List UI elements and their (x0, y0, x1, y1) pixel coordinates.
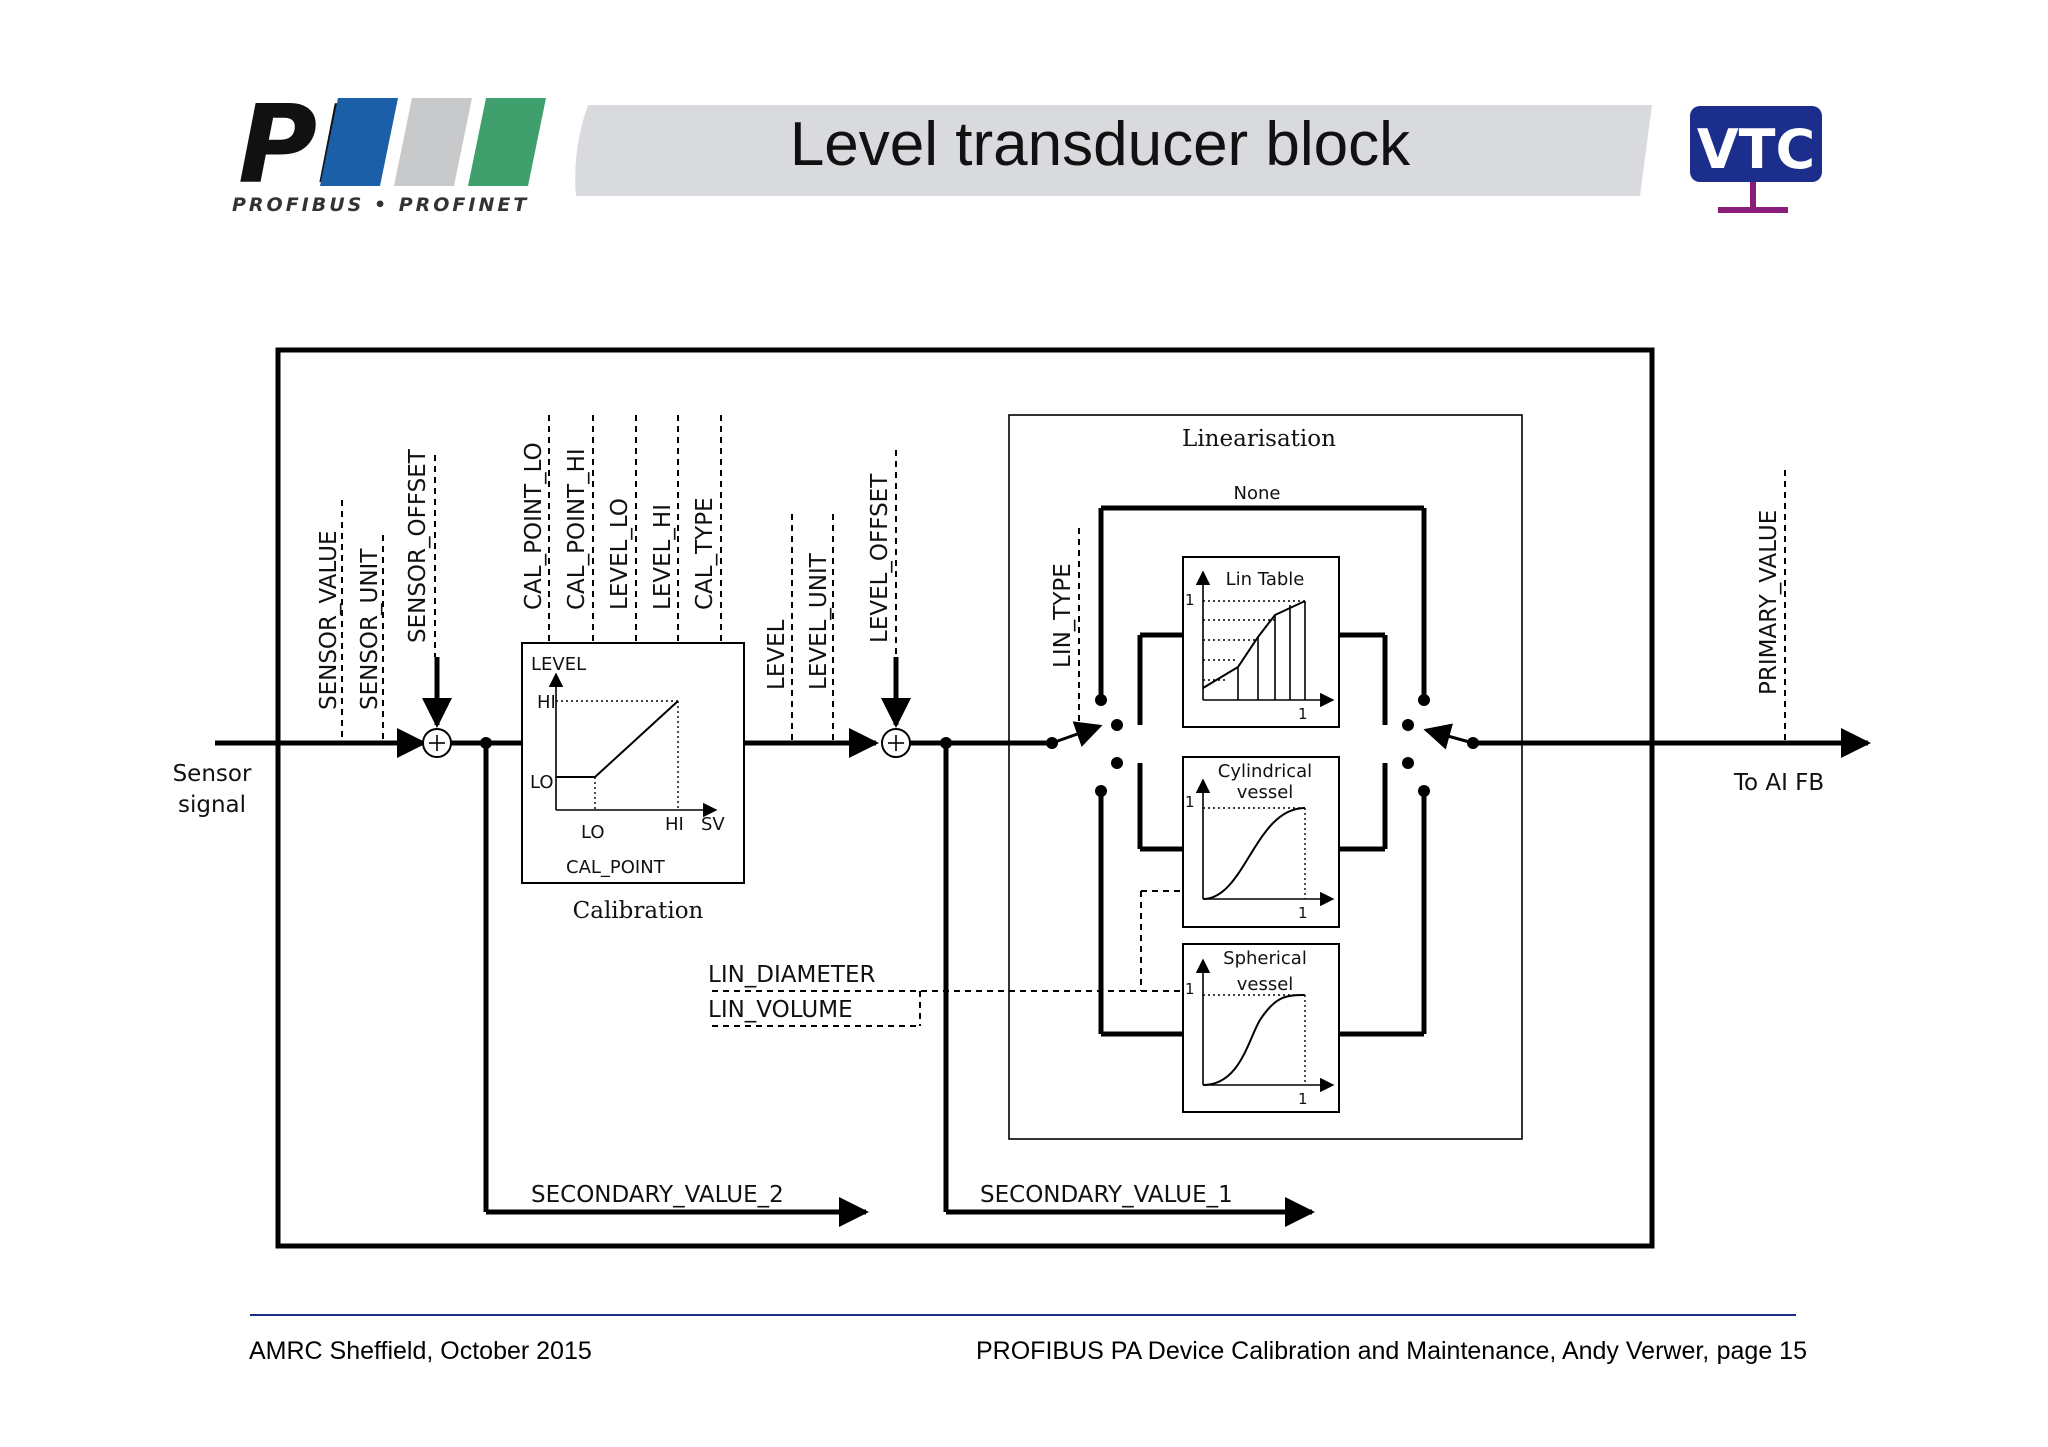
svg-text:1: 1 (1298, 705, 1308, 723)
footer-right: PROFIBUS PA Device Calibration and Maint… (976, 1337, 1709, 1365)
linearisation-title: Linearisation (1182, 426, 1336, 452)
pi-logo-green-block (468, 98, 546, 186)
label-lin-diameter: LIN_DIAMETER (708, 962, 875, 988)
vtc-logo-box (1690, 106, 1822, 182)
none-label: None (1234, 483, 1281, 504)
sph-label-line1: Spherical (1223, 948, 1307, 969)
svg-text:1: 1 (1185, 980, 1195, 998)
sph-curve (1202, 994, 1306, 1086)
input-label-line1: Sensor (173, 761, 252, 787)
param-sensor-offset: SENSOR_OFFSET (405, 448, 431, 643)
footer-left: AMRC Sheffield, October 2015 (249, 1337, 592, 1365)
label-secondary-value-1: SECONDARY_VALUE_1 (980, 1182, 1233, 1208)
lin-table-box: Lin Table 1 1 (1182, 556, 1340, 728)
linearisation-block: Linearisation None (712, 414, 1523, 1140)
svg-text:1: 1 (1185, 591, 1195, 609)
vtc-logo-base (1718, 207, 1788, 213)
page-title: Level transducer block (790, 110, 1411, 179)
spherical-vessel-box: Spherical vessel 1 1 (1182, 943, 1340, 1113)
footer-page-number: page 15 (1717, 1337, 1807, 1365)
param-level-lo: LEVEL_LO (607, 498, 633, 610)
sph-label-line2: vessel (1237, 974, 1294, 995)
param-level-hi: LEVEL_HI (650, 504, 676, 610)
vtc-logo: VTC (1690, 106, 1822, 213)
label-secondary-value-2: SECONDARY_VALUE_2 (531, 1182, 784, 1208)
cal-curve (556, 700, 679, 778)
svg-text:1: 1 (1298, 904, 1308, 922)
param-level-offset: LEVEL_OFFSET (867, 473, 893, 643)
block-border (275, 347, 1655, 1249)
cal-hi: HI (537, 692, 556, 713)
input-switch-arm (1051, 721, 1103, 747)
cal-x-lo: LO (581, 822, 605, 843)
calibration-block: LEVEL HI LO LO HI SV CAL_POINT (521, 642, 745, 884)
level-transducer-diagram: Sensor signal SENSOR_VALUE SENSOR_UNIT S… (173, 347, 1871, 1249)
param-cal-point-hi: CAL_POINT_HI (564, 448, 590, 610)
param-primary-value: PRIMARY_VALUE (1756, 510, 1782, 695)
cylindrical-vessel-box: Cylindrical vessel 1 1 (1182, 756, 1340, 928)
output-label: To AI FB (1733, 770, 1824, 796)
title-banner (575, 105, 1653, 196)
param-level-unit: LEVEL_UNIT (806, 552, 832, 690)
svg-text:1: 1 (1298, 1090, 1308, 1108)
cal-x-hi: HI (665, 814, 684, 835)
pi-logo-grey-block (394, 98, 472, 186)
vtc-logo-text: VTC (1697, 118, 1815, 181)
cal-x-sv: SV (701, 814, 725, 835)
svg-text:1: 1 (1185, 793, 1195, 811)
lin-table-label: Lin Table (1226, 569, 1305, 590)
input-label-line2: signal (178, 792, 246, 818)
cal-x-label: CAL_POINT (566, 857, 666, 878)
pi-logo-blue-block (320, 98, 398, 186)
param-cal-type: CAL_TYPE (692, 497, 718, 610)
param-cal-point-lo: CAL_POINT_LO (521, 442, 547, 610)
calibration-title: Calibration (573, 898, 704, 924)
pi-logo: PI PROFIBUS • PROFINET (232, 83, 546, 216)
lin-table-curve (1202, 600, 1306, 689)
cal-lo: LO (530, 772, 554, 793)
cyl-label-line2: vessel (1237, 782, 1294, 803)
cal-y-label: LEVEL (531, 654, 586, 675)
cyl-curve (1202, 807, 1306, 900)
vtc-logo-stem (1750, 182, 1756, 209)
param-level: LEVEL (764, 619, 790, 690)
param-sensor-unit: SENSOR_UNIT (357, 548, 383, 710)
param-sensor-value: SENSOR_VALUE (316, 530, 342, 710)
cyl-label-line1: Cylindrical (1218, 761, 1312, 782)
label-lin-volume: LIN_VOLUME (708, 997, 853, 1023)
pi-logo-tagline: PROFIBUS • PROFINET (232, 194, 529, 216)
param-lin-type: LIN_TYPE (1050, 563, 1076, 668)
output-switch-arm (1423, 723, 1474, 750)
